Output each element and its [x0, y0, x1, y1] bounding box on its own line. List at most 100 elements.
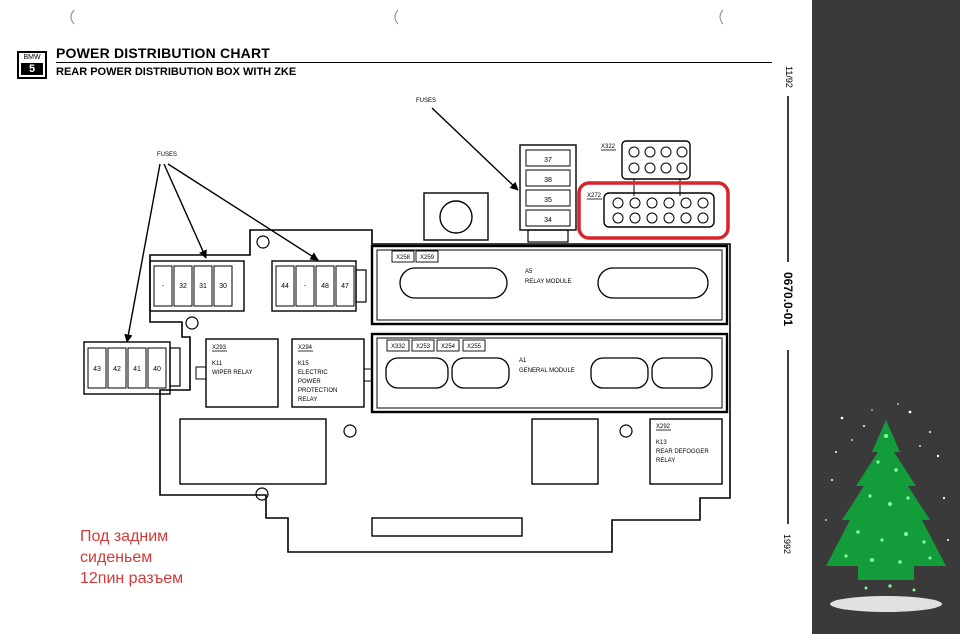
note-line-1: Под задним — [80, 528, 169, 545]
fuse-slot-30 — [213, 265, 233, 307]
margin-year: 1992 — [782, 534, 792, 554]
a5-connector-right — [597, 267, 709, 299]
x293-label: X293 — [212, 345, 227, 351]
tree-lights — [844, 434, 932, 592]
x253-box — [411, 339, 435, 352]
k15-line-4: RELAY — [298, 397, 317, 403]
fuse-label-44: 44 — [281, 283, 289, 290]
annotation-note: Под задним сиденьем 12пин разъем — [80, 526, 183, 589]
mount-hole-4 — [619, 424, 633, 438]
fuses-arrow-top — [431, 107, 519, 191]
fuse-slot-43 — [87, 347, 107, 389]
fuse-slot-dash-b — [295, 265, 315, 307]
fuse-label-47: 47 — [341, 283, 349, 290]
relay-module-a5 — [370, 244, 729, 326]
x322-pins — [628, 146, 688, 174]
k15-line-1: ELECTRIC — [298, 370, 328, 376]
a1-id: A1 — [519, 358, 527, 364]
fuse-label-42: 42 — [113, 366, 121, 373]
fuses-label-left: FUSES — [157, 152, 177, 158]
x259-label: X259 — [420, 255, 435, 261]
a5-name: RELAY MODULE — [525, 279, 571, 285]
x332-label: X332 — [391, 344, 406, 350]
side-panel — [812, 0, 960, 634]
a1-connector-3 — [590, 357, 649, 389]
binder-mark-center — [394, 9, 399, 25]
fuse-box-diagram: 11/92 0670.0-01 1992 37 38 35 34 FUSES X… — [70, 9, 795, 554]
x254-label: X254 — [441, 344, 456, 350]
mount-hole-5 — [255, 487, 269, 501]
fuse-slot-41 — [127, 347, 147, 389]
a1-name: GENERAL MODULE — [519, 368, 575, 374]
k13-id: K13 — [656, 440, 667, 446]
fuse-slot-38 — [525, 169, 571, 187]
fuse-block-43-clip — [169, 347, 181, 387]
fuse-label-dash-b: - — [304, 283, 307, 290]
fuses-arrow-left-1 — [124, 163, 161, 343]
binder-mark-left — [70, 9, 75, 25]
fuse-slot-dash-a — [153, 265, 173, 307]
x258-box — [391, 250, 415, 263]
x272-highlight — [577, 181, 730, 240]
mount-hole-1 — [256, 235, 270, 249]
fuse-label-dash-a: - — [162, 283, 165, 290]
binder-mark-right — [719, 9, 724, 25]
relay-k11-clip — [195, 366, 207, 380]
fuse-label-37: 37 — [544, 157, 552, 164]
fuse-slot-32 — [173, 265, 193, 307]
k11-id: K11 — [212, 361, 223, 367]
page-title: POWER DISTRIBUTION CHART — [56, 45, 271, 61]
k11-name: WIPER RELAY — [212, 370, 253, 376]
christmas-tree-image — [825, 403, 949, 612]
fuse-slot-42 — [107, 347, 127, 389]
stud-post-base — [423, 192, 489, 241]
fuse-label-38: 38 — [544, 177, 552, 184]
x322-connector — [621, 140, 691, 180]
fuse-label-43: 43 — [93, 366, 101, 373]
a5-id: A5 — [525, 269, 533, 275]
fuse-label-34: 34 — [544, 217, 552, 224]
x294-label: X294 — [298, 345, 313, 351]
margin-doc-number: 0670.0-01 — [781, 272, 795, 326]
mount-hole-2 — [185, 316, 199, 330]
x254-box — [436, 339, 460, 352]
header-rule — [56, 62, 772, 63]
x255-label: X255 — [467, 344, 482, 350]
fuse-slot-35 — [525, 189, 571, 207]
x259-box — [415, 250, 439, 263]
fuse-slot-37 — [525, 149, 571, 167]
x332-box — [386, 339, 410, 352]
fuse-slot-34 — [525, 209, 571, 227]
housing-bottom-tab — [371, 517, 523, 537]
logo-series-number: 5 — [21, 63, 43, 75]
k15-id: K15 — [298, 361, 309, 367]
empty-relay-slot-right — [531, 418, 599, 485]
fuse-slot-47 — [335, 265, 355, 307]
relay-k13 — [649, 418, 723, 485]
fuse-label-41: 41 — [133, 366, 141, 373]
bmw-logo: BMW 5 — [17, 51, 47, 79]
k15-line-3: PROTECTION — [298, 388, 337, 394]
housing-outline — [149, 229, 731, 553]
fuse-slot-31 — [193, 265, 213, 307]
relay-k15-clip — [363, 368, 373, 382]
fuse-label-35: 35 — [544, 197, 552, 204]
fuse-label-32: 32 — [179, 283, 187, 290]
page-subtitle: REAR POWER DISTRIBUTION BOX WITH ZKE — [56, 66, 297, 78]
x272-connector — [603, 192, 715, 228]
note-line-2: сиденьем — [80, 549, 153, 566]
fuse-slot-44 — [275, 265, 295, 307]
x253-label: X253 — [416, 344, 431, 350]
fuse-label-30: 30 — [219, 283, 227, 290]
empty-relay-slot-left — [179, 418, 327, 485]
fuse-slot-48 — [315, 265, 335, 307]
margin-date: 11/92 — [784, 66, 794, 88]
logo-top-text: BMW — [23, 54, 41, 61]
x322-label: X322 — [601, 144, 616, 150]
tree-snow-base — [830, 596, 942, 612]
fuses-arrow-left-3 — [167, 163, 319, 261]
x255-box — [462, 339, 486, 352]
fuse-label-31: 31 — [199, 283, 207, 290]
x272-label: X272 — [587, 193, 602, 199]
a1-connector-1 — [385, 357, 449, 389]
